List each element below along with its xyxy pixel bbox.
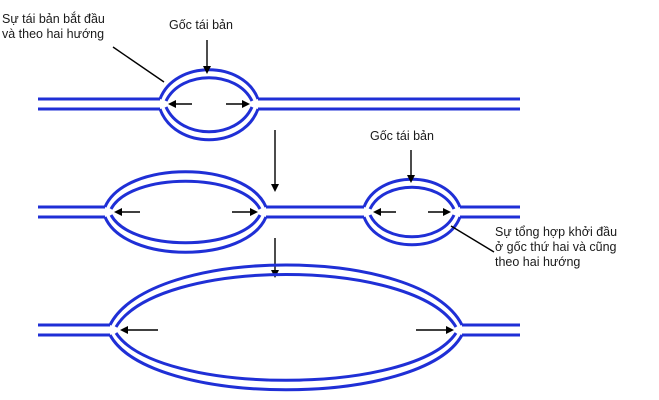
row3-bubble-inner-bottom: [114, 332, 458, 382]
second-origin-start-label-line-2: ở gốc thứ hai và cũng: [495, 240, 617, 254]
row2-bubble2-inner-top: [368, 185, 456, 210]
row1-bubble-outer-bottom: [158, 108, 260, 142]
dna-row-1: [38, 40, 520, 142]
row2-bubble1-inner-top: [109, 179, 262, 210]
row2-bubble1-outer-bottom: [103, 216, 268, 254]
row2-bubble2-inner-bottom: [368, 214, 456, 239]
second-origin-start-label-line-1: Sự tổng hợp khởi đầu: [495, 225, 618, 239]
row3-bubble-inner-top: [114, 273, 458, 328]
replication-start-label-line-2: và theo hai hướng: [2, 27, 105, 41]
origin-2-label: Gốc tái bản: [370, 129, 434, 143]
origin-1-label: Gốc tái bản: [169, 18, 233, 32]
dna-row-3: [38, 263, 520, 392]
replication-start-label: Sự tái bản bắt đầu và theo hai hướng: [2, 12, 105, 42]
replication-start-pointer-line: [112, 46, 165, 83]
row1-bubble-outer-top: [158, 68, 260, 100]
row1-bubble-inner-top: [164, 76, 254, 102]
row2-bubble2-outer-top: [362, 177, 462, 208]
replication-start-label-line-1: Sự tái bản bắt đầu: [2, 12, 105, 26]
dna-row-2: [38, 150, 520, 254]
row3-bubble-outer-top: [108, 263, 464, 326]
second-origin-start-label: Sự tổng hợp khởi đầu ở gốc thứ hai và cũ…: [495, 225, 617, 270]
row3-bubble-outer-bottom: [108, 334, 464, 392]
row1-bubble-inner-bottom: [164, 106, 254, 134]
second-origin-start-label-line-3: theo hai hướng: [495, 255, 581, 269]
row2-bubble2-outer-bottom: [362, 216, 462, 247]
second-origin-pointer-line: [450, 225, 495, 253]
row2-bubble1-outer-top: [103, 170, 268, 208]
row2-bubble1-inner-bottom: [109, 214, 262, 245]
